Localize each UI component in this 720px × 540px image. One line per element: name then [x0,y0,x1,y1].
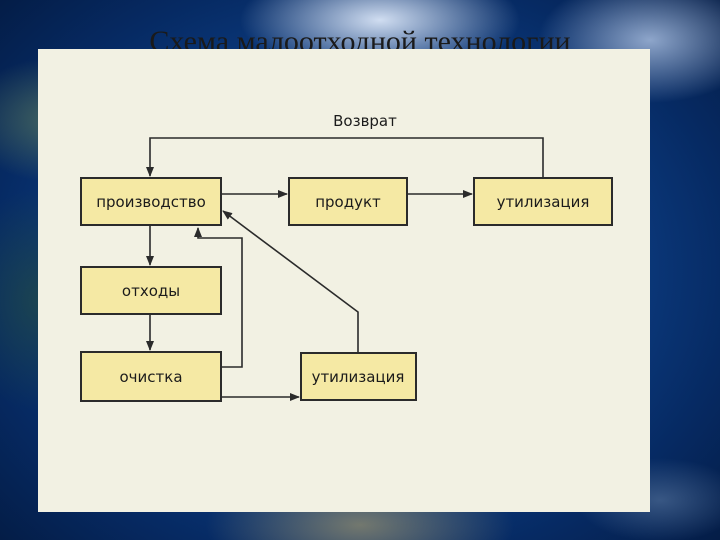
arrow-cleaning-to-production [194,227,243,368]
node-waste: отходы [80,266,222,315]
node-disposal-top: утилизация [473,177,613,226]
node-cleaning: очистка [80,351,222,402]
node-disposal-bottom: утилизация [300,352,417,401]
node-product-label: продукт [315,193,381,211]
node-waste-label: отходы [122,282,180,300]
return-arrow [146,137,544,178]
node-production-label: производство [96,193,206,211]
return-label: Возврат [333,112,397,130]
node-disposal-top-label: утилизация [497,193,590,211]
node-cleaning-label: очистка [119,368,182,386]
node-production: производство [80,177,222,226]
arrow-disposal-to-production [222,210,359,352]
node-product: продукт [288,177,408,226]
node-disposal-bottom-label: утилизация [312,368,405,386]
